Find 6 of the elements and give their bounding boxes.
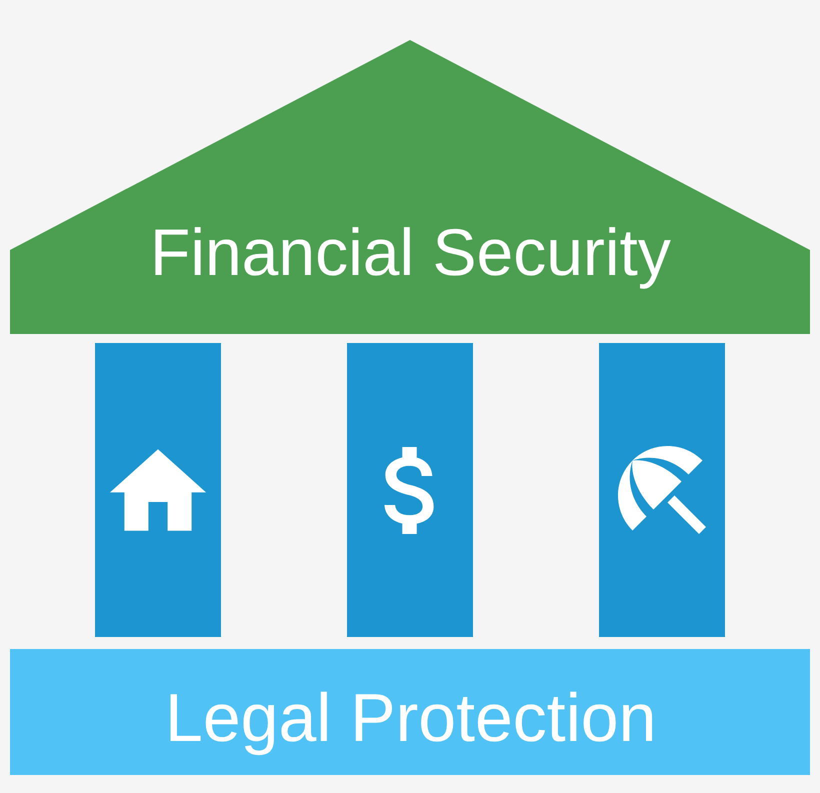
pillar bbox=[347, 343, 473, 637]
band-label: Legal Protection bbox=[165, 679, 656, 758]
base-band bbox=[10, 649, 810, 775]
pillar bbox=[599, 343, 725, 637]
heading-label: Financial Security bbox=[150, 215, 671, 291]
pillar bbox=[95, 343, 221, 637]
